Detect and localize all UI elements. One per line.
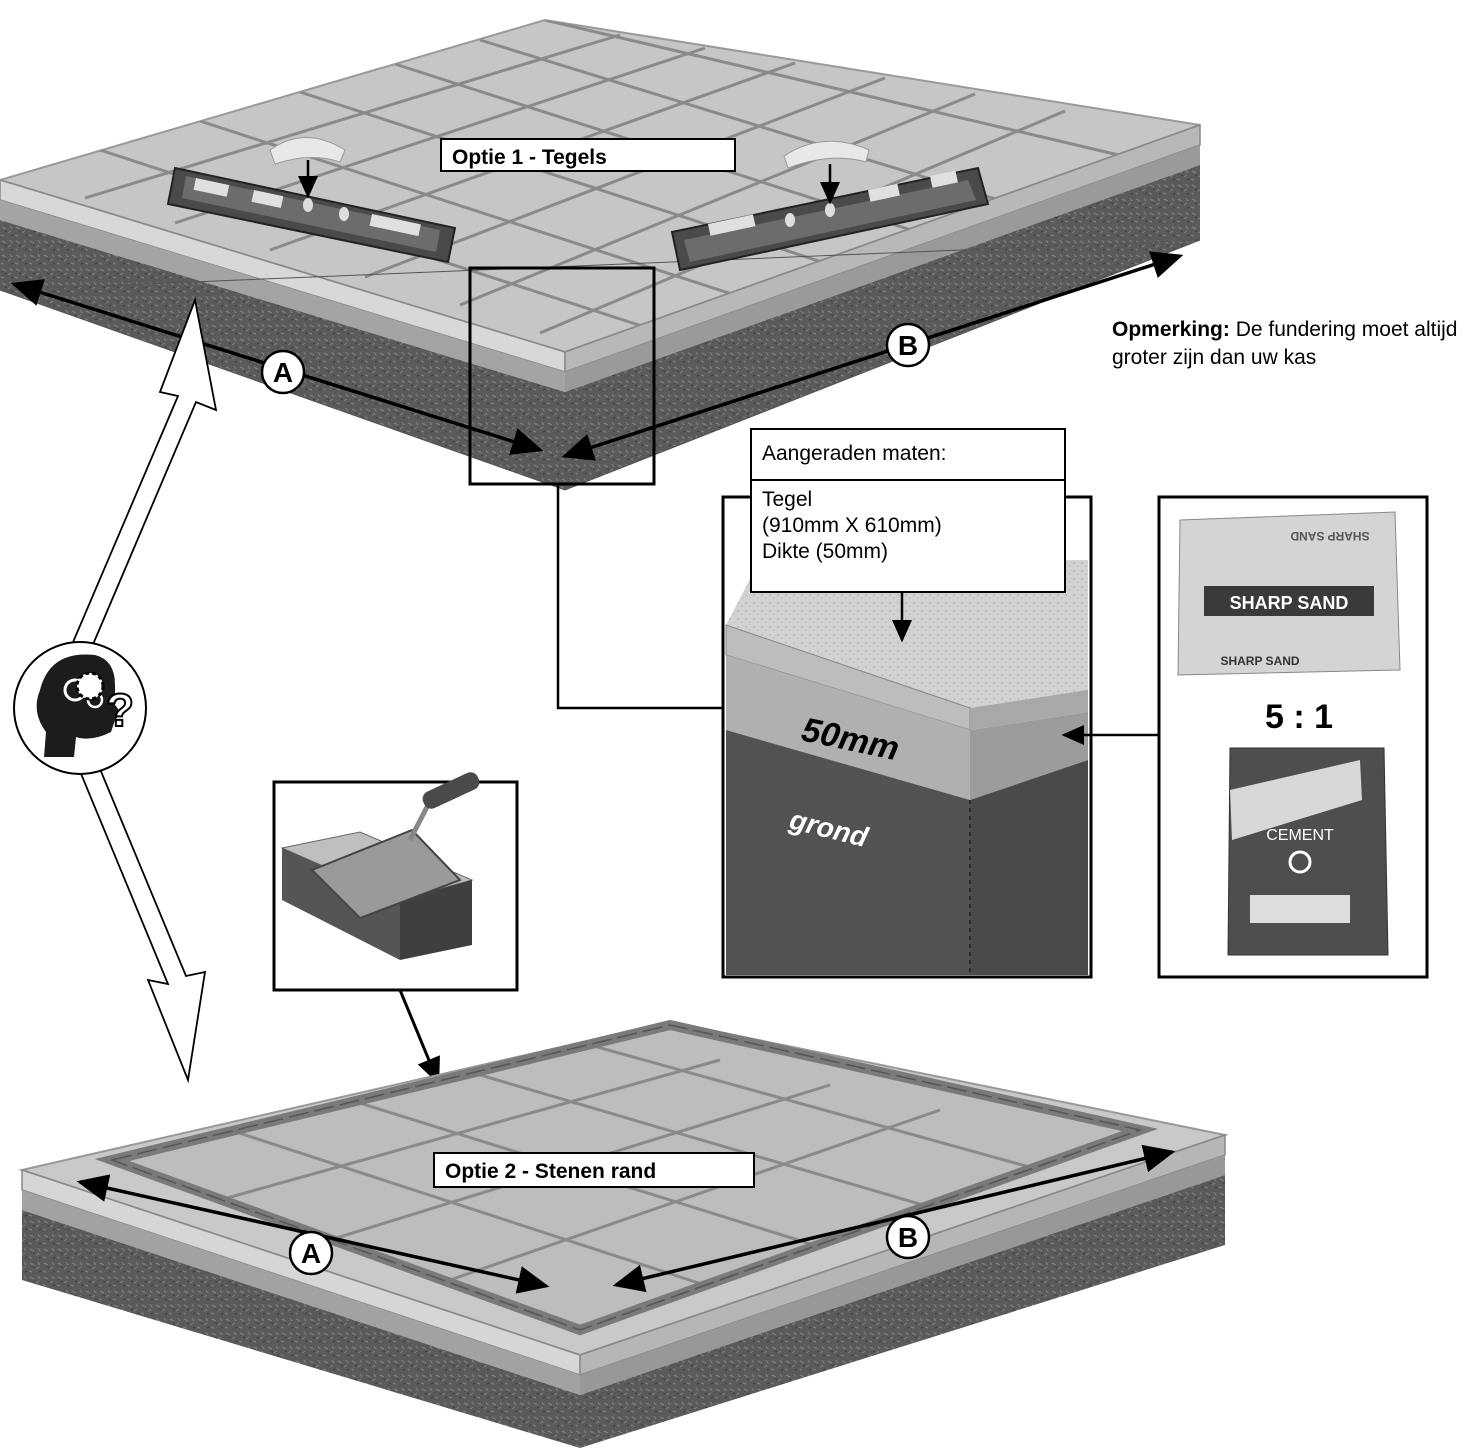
sizes-line-tile: Tegel [762,488,813,511]
trowel-icon [310,772,480,920]
svg-text:A: A [301,1238,321,1269]
note-bold-label: Opmerking: [1112,318,1230,341]
dimension-label-a: A [288,1230,334,1276]
recommended-sizes-box: Tegel (910mm X 610mm) Dikte (50mm) [750,479,1066,593]
sizes-line-thickness: Dikte (50mm) [762,540,889,563]
spirit-level-icon [670,140,990,272]
cement-bag-icon: CEMENT [1227,747,1389,956]
dimension-arrow-b [612,1144,1176,1293]
option-2-title: Optie 2 - Stenen rand [433,1152,755,1188]
note-body: De fundering moet altijd groter zijn dan… [1112,318,1458,369]
recommended-sizes-title: Aangeraden maten: [750,428,1066,482]
spirit-level-icon [166,137,457,264]
head-gears-question-icon: ? [13,641,147,775]
svg-text:B: B [898,1222,918,1253]
trowel-brick-panel [272,772,519,1085]
dimension-arrow-b [561,251,1184,461]
svg-text:CEMENT: CEMENT [1266,827,1334,844]
dimension-label-b: B [885,1214,931,1260]
sizes-line-dimensions: (910mm X 610mm) [762,514,942,537]
materials-panel: SHARP SAND SHARP SAND SHARP SAND 5 : 1 C… [1061,495,1429,979]
sand-bag-icon: SHARP SAND SHARP SAND SHARP SAND [1177,511,1401,676]
svg-text:A: A [273,357,293,388]
svg-text:?: ? [106,684,134,736]
svg-text:B: B [898,330,918,361]
svg-text:SHARP SAND: SHARP SAND [1230,593,1349,613]
note-text: Opmerking: De fundering moet altijd grot… [1112,316,1464,372]
detail-cross-section: 50mm grond [721,495,1093,979]
svg-text:SHARP SAND: SHARP SAND [1220,654,1299,668]
brick-edge-foundation-slab [18,1019,1229,1448]
dimension-label-a: A [260,349,306,395]
zoom-connector-line [556,484,724,710]
mix-ratio-label: 5 : 1 [1265,698,1333,736]
svg-text:SHARP SAND: SHARP SAND [1290,529,1369,543]
dimension-label-b: B [885,322,931,368]
zoom-selection-box [468,266,656,486]
option-1-title: Optie 1 - Tegels [440,138,736,172]
